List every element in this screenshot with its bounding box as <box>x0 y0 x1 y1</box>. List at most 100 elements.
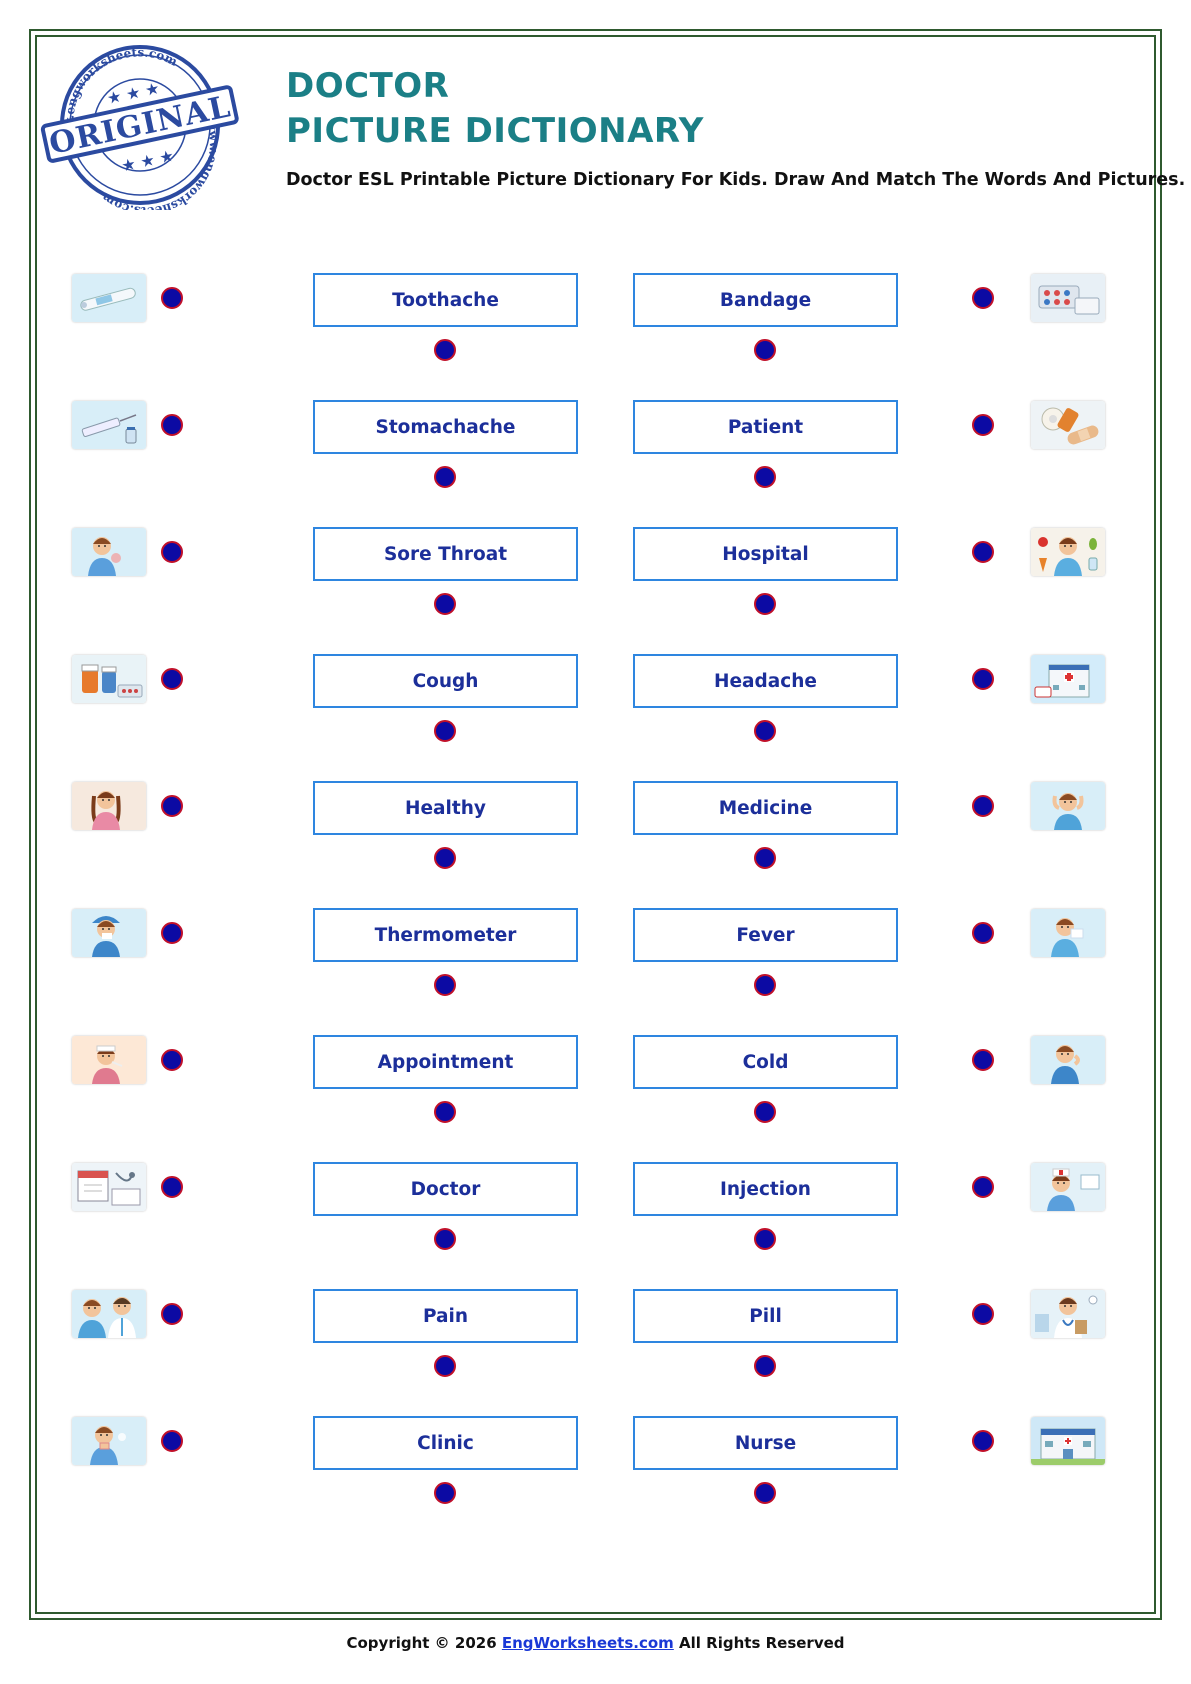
match-dot-right-picture[interactable] <box>972 1176 994 1198</box>
match-dot-right-word[interactable] <box>754 339 776 361</box>
match-dot-left-word[interactable] <box>434 974 456 996</box>
match-dot-left-picture[interactable] <box>161 1176 183 1198</box>
match-dot-right-word[interactable] <box>754 720 776 742</box>
picture-left[interactable] <box>72 909 146 957</box>
word-box-right: Nurse <box>633 1416 898 1470</box>
match-dot-left-picture[interactable] <box>161 1049 183 1071</box>
match-dot-left-picture[interactable] <box>161 287 183 309</box>
match-dot-right-picture[interactable] <box>972 795 994 817</box>
picture-left[interactable] <box>72 528 146 576</box>
page-title-line2: PICTURE DICTIONARY <box>286 111 704 151</box>
picture-left[interactable] <box>72 655 146 703</box>
match-dot-left-picture[interactable] <box>161 1303 183 1325</box>
match-dot-left-picture[interactable] <box>161 922 183 944</box>
footer-prefix: Copyright © 2026 <box>346 1634 497 1652</box>
picture-left[interactable] <box>72 1163 146 1211</box>
healthy-girl-icon <box>1031 528 1105 576</box>
picture-right[interactable] <box>1031 528 1105 576</box>
match-dot-left-word[interactable] <box>434 1101 456 1123</box>
boy-sore-throat-icon <box>72 1417 146 1465</box>
match-dot-left-word[interactable] <box>434 1482 456 1504</box>
clinic-building-icon <box>1031 1417 1105 1465</box>
picture-left[interactable] <box>72 1036 146 1084</box>
word-box-left: Doctor <box>313 1162 578 1216</box>
match-dot-left-word[interactable] <box>434 593 456 615</box>
picture-right[interactable] <box>1031 274 1105 322</box>
word-box-right: Injection <box>633 1162 898 1216</box>
match-dot-right-picture[interactable] <box>972 1430 994 1452</box>
match-dot-right-picture[interactable] <box>972 1303 994 1325</box>
picture-left[interactable] <box>72 401 146 449</box>
boy-headache-icon <box>1031 782 1105 830</box>
match-dot-left-picture[interactable] <box>161 1430 183 1452</box>
match-dot-left-word[interactable] <box>434 720 456 742</box>
boy-toothache-icon <box>1031 1036 1105 1084</box>
girl-fever-icon <box>72 1036 146 1084</box>
picture-right[interactable] <box>1031 1417 1105 1465</box>
word-box-right: Bandage <box>633 273 898 327</box>
match-dot-left-picture[interactable] <box>161 414 183 436</box>
page-subtitle: Doctor ESL Printable Picture Dictionary … <box>286 170 1186 190</box>
page-title-line1: DOCTOR <box>286 66 450 106</box>
picture-right[interactable] <box>1031 1036 1105 1084</box>
calendar-appointment-icon <box>72 1163 146 1211</box>
footer-copyright: Copyright © 2026 EngWorksheets.com All R… <box>0 1634 1191 1652</box>
word-box-left: Healthy <box>313 781 578 835</box>
footer-suffix: All Rights Reserved <box>679 1634 845 1652</box>
match-dot-right-word[interactable] <box>754 1228 776 1250</box>
match-dot-left-word[interactable] <box>434 339 456 361</box>
match-dot-left-word[interactable] <box>434 466 456 488</box>
boy-cold-tissue-icon <box>72 909 146 957</box>
picture-right[interactable] <box>1031 1163 1105 1211</box>
word-box-left: Clinic <box>313 1416 578 1470</box>
boy-coughing-icon <box>1031 909 1105 957</box>
match-dot-left-word[interactable] <box>434 847 456 869</box>
match-dot-left-word[interactable] <box>434 1228 456 1250</box>
match-dot-right-word[interactable] <box>754 974 776 996</box>
word-box-left: Cough <box>313 654 578 708</box>
boy-shoulder-pain-icon <box>72 528 146 576</box>
match-dot-left-word[interactable] <box>434 1355 456 1377</box>
match-dot-left-picture[interactable] <box>161 541 183 563</box>
match-dot-right-picture[interactable] <box>972 414 994 436</box>
match-dot-right-word[interactable] <box>754 1355 776 1377</box>
match-dot-left-picture[interactable] <box>161 668 183 690</box>
match-dot-right-picture[interactable] <box>972 541 994 563</box>
word-box-right: Hospital <box>633 527 898 581</box>
match-dot-right-word[interactable] <box>754 466 776 488</box>
match-dot-right-picture[interactable] <box>972 922 994 944</box>
pill-blister-icon <box>1031 274 1105 322</box>
picture-left[interactable] <box>72 1417 146 1465</box>
match-dot-right-picture[interactable] <box>972 1049 994 1071</box>
picture-right[interactable] <box>1031 782 1105 830</box>
word-box-right: Cold <box>633 1035 898 1089</box>
match-dot-right-word[interactable] <box>754 593 776 615</box>
hospital-building-icon <box>1031 655 1105 703</box>
match-dot-right-word[interactable] <box>754 1101 776 1123</box>
picture-right[interactable] <box>1031 909 1105 957</box>
doctor-patient-icon <box>72 1290 146 1338</box>
picture-right[interactable] <box>1031 401 1105 449</box>
picture-right[interactable] <box>1031 1290 1105 1338</box>
word-box-left: Appointment <box>313 1035 578 1089</box>
match-dot-left-picture[interactable] <box>161 795 183 817</box>
word-box-right: Pill <box>633 1289 898 1343</box>
girl-stomachache-icon <box>72 782 146 830</box>
match-dot-right-picture[interactable] <box>972 287 994 309</box>
doctor-clipboard-icon <box>1031 1290 1105 1338</box>
match-dot-right-word[interactable] <box>754 1482 776 1504</box>
footer-link[interactable]: EngWorksheets.com <box>501 1634 674 1652</box>
word-box-right: Headache <box>633 654 898 708</box>
word-box-left: Pain <box>313 1289 578 1343</box>
match-dot-right-word[interactable] <box>754 847 776 869</box>
word-box-left: Sore Throat <box>313 527 578 581</box>
syringe-icon <box>72 401 146 449</box>
picture-left[interactable] <box>72 1290 146 1338</box>
picture-left[interactable] <box>72 782 146 830</box>
word-box-left: Toothache <box>313 273 578 327</box>
original-stamp-logo: www.engworksheets.com www.engworksheets.… <box>40 36 240 229</box>
picture-right[interactable] <box>1031 655 1105 703</box>
word-box-right: Patient <box>633 400 898 454</box>
match-dot-right-picture[interactable] <box>972 668 994 690</box>
picture-left[interactable] <box>72 274 146 322</box>
